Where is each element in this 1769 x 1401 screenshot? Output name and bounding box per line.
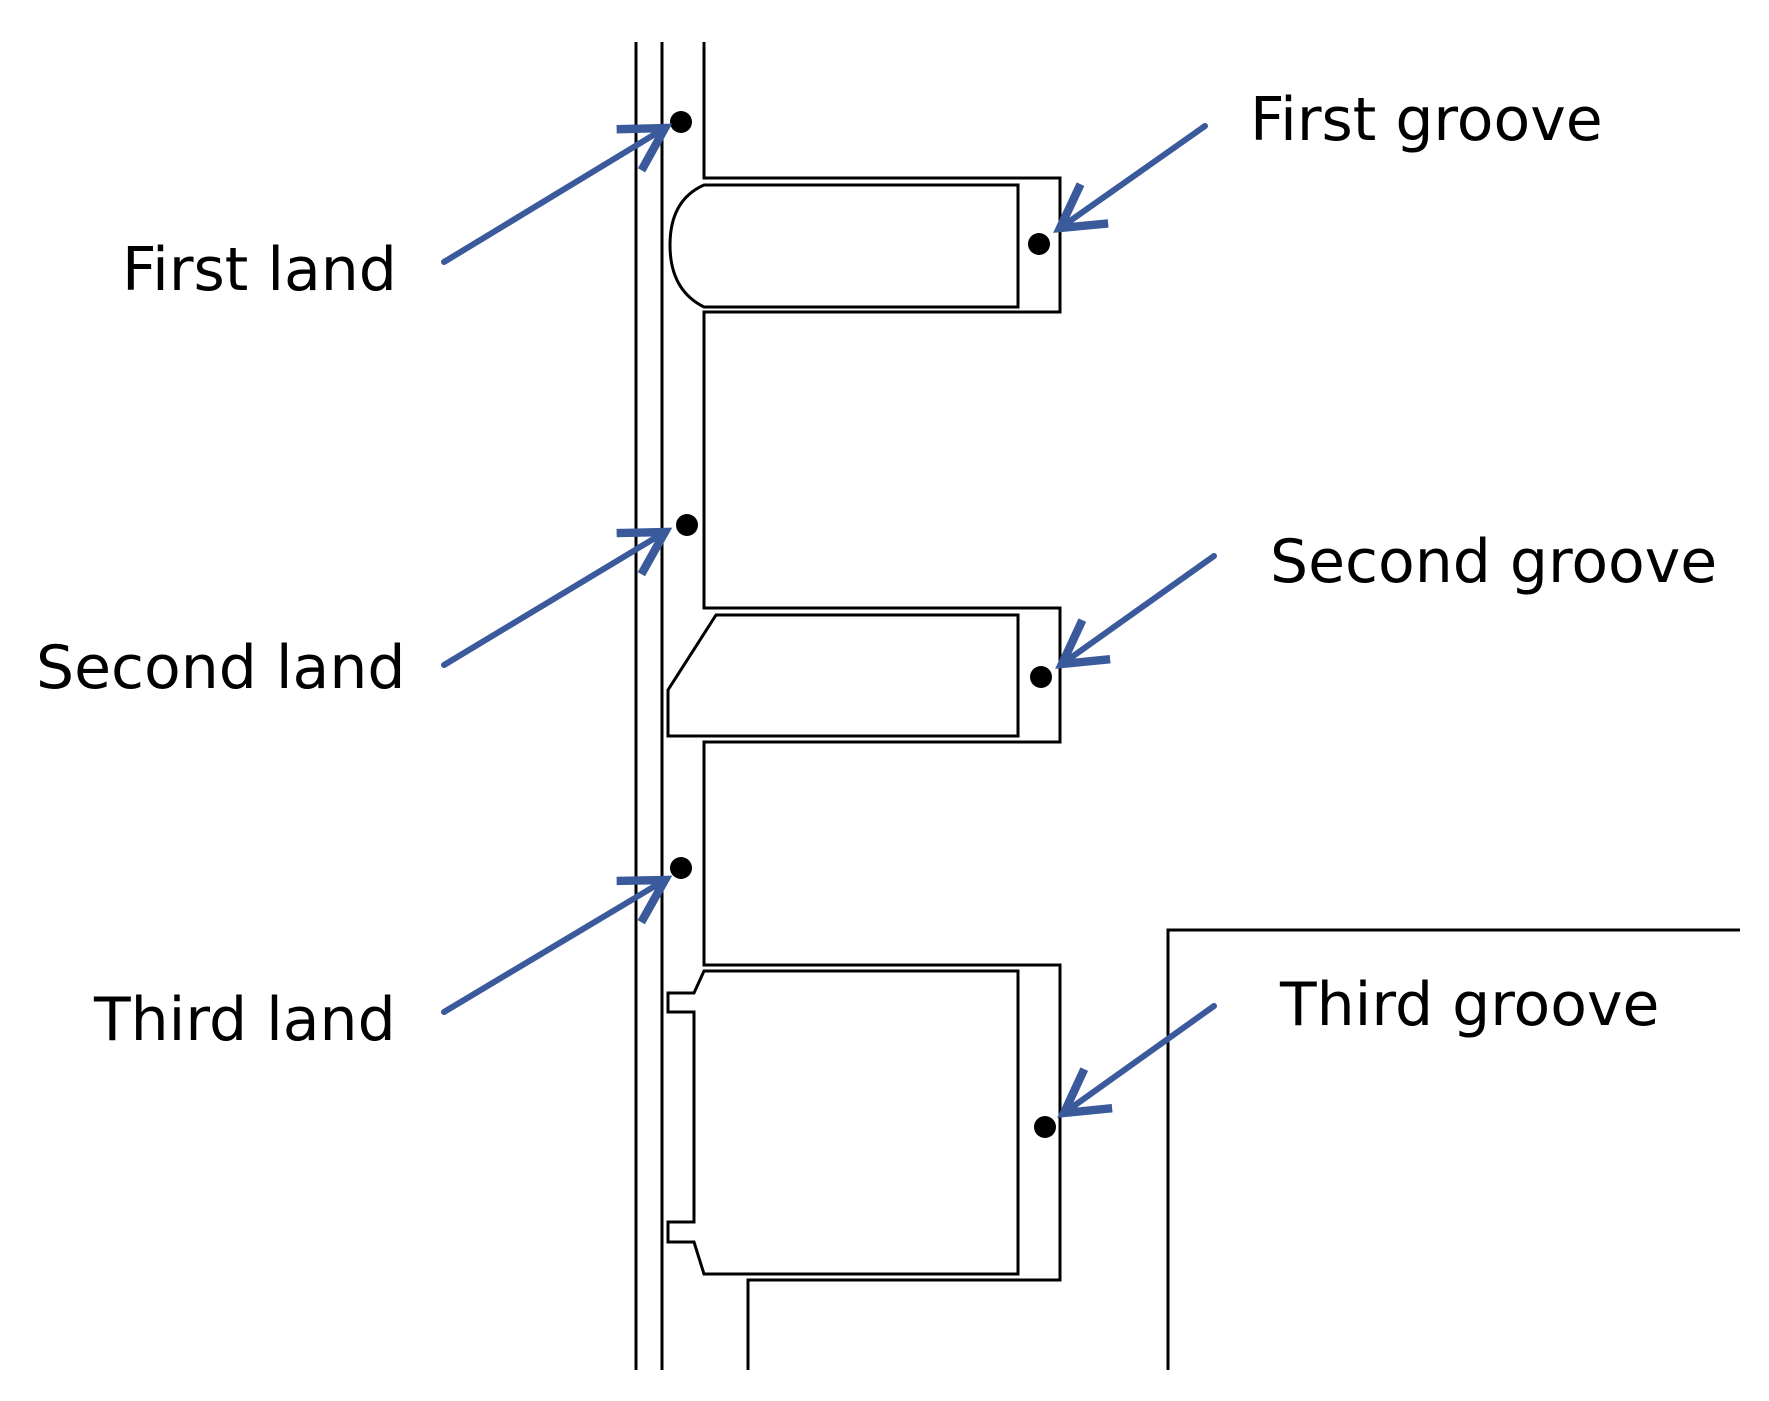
first-land-point — [670, 111, 692, 133]
second-land-arrow — [441, 527, 673, 668]
cylinder-liner — [634, 42, 664, 1370]
arrows — [441, 123, 1217, 1118]
first-groove-label: First groove — [1250, 85, 1603, 155]
third-ring — [666, 969, 1020, 1276]
land-points — [670, 111, 698, 879]
second-groove-arrow — [1055, 553, 1217, 669]
second-land-label: Second land — [36, 633, 405, 703]
skirt-outline — [1166, 928, 1740, 1370]
third-groove-arrow — [1057, 1003, 1217, 1118]
second-groove-point — [1030, 666, 1052, 688]
first-land-arrow — [441, 123, 673, 265]
second-ring — [666, 613, 1020, 738]
first-ring — [668, 183, 1020, 309]
groove-points — [1028, 233, 1056, 1138]
third-groove-point — [1034, 1116, 1056, 1138]
third-groove-label: Third groove — [1279, 970, 1659, 1040]
first-land-label: First land — [122, 235, 397, 305]
second-groove-label: Second groove — [1270, 527, 1717, 597]
first-groove-point — [1028, 233, 1050, 255]
second-land-point — [676, 514, 698, 536]
third-land-point — [670, 857, 692, 879]
third-land-arrow — [441, 875, 673, 1015]
third-land-label: Third land — [93, 985, 396, 1055]
first-groove-arrow — [1053, 123, 1208, 233]
